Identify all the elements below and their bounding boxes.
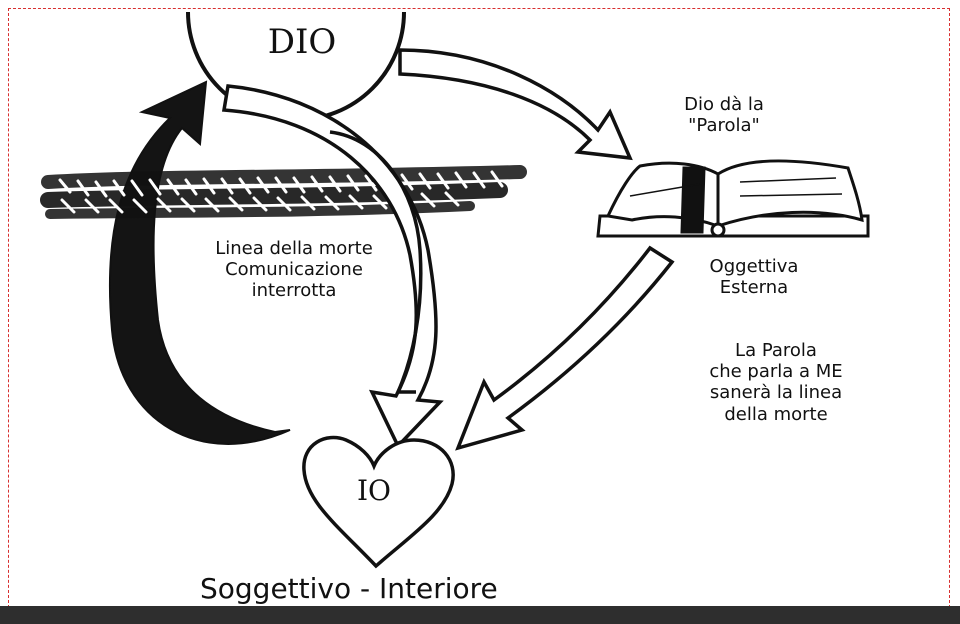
book-subcaption-line: Oggettiva bbox=[709, 256, 799, 277]
death-line-text: interrotta bbox=[251, 280, 337, 302]
book-to-me-arrow bbox=[455, 245, 675, 451]
book-subcaption-line: Esterna bbox=[719, 277, 789, 299]
healing-note-line: della morte bbox=[724, 403, 828, 425]
me-label: IO bbox=[356, 474, 391, 507]
death-line-text: Comunicazione bbox=[225, 259, 363, 281]
healing-note-line: che parla a ME bbox=[709, 361, 843, 383]
descending-arrow-inner bbox=[329, 130, 423, 394]
book-subcaption: Oggettiva Esterna bbox=[694, 256, 814, 298]
healing-note: La Parola che parla a ME sanerà la linea… bbox=[686, 340, 866, 425]
footer-caption: Soggettivo - Interiore bbox=[200, 572, 498, 605]
death-line-text: Linea della morte bbox=[215, 238, 373, 259]
book-caption-line: Dio dà la bbox=[684, 94, 764, 115]
healing-note-line: La Parola bbox=[735, 340, 817, 361]
god-label: DIO bbox=[267, 22, 337, 62]
death-line-label: Linea della morte Comunicazione interrot… bbox=[194, 238, 394, 302]
healing-note-line: sanerà la linea bbox=[709, 382, 843, 404]
book-caption: Dio dà la "Parola" bbox=[664, 94, 784, 136]
dashed-frame bbox=[8, 8, 950, 608]
bible-book-icon bbox=[596, 159, 870, 238]
god-to-book-arrow bbox=[398, 48, 633, 161]
bottom-edge bbox=[0, 606, 960, 624]
me-heart bbox=[302, 435, 455, 569]
death-line-hatch bbox=[40, 165, 527, 219]
book-caption-line: "Parola" bbox=[688, 115, 760, 137]
